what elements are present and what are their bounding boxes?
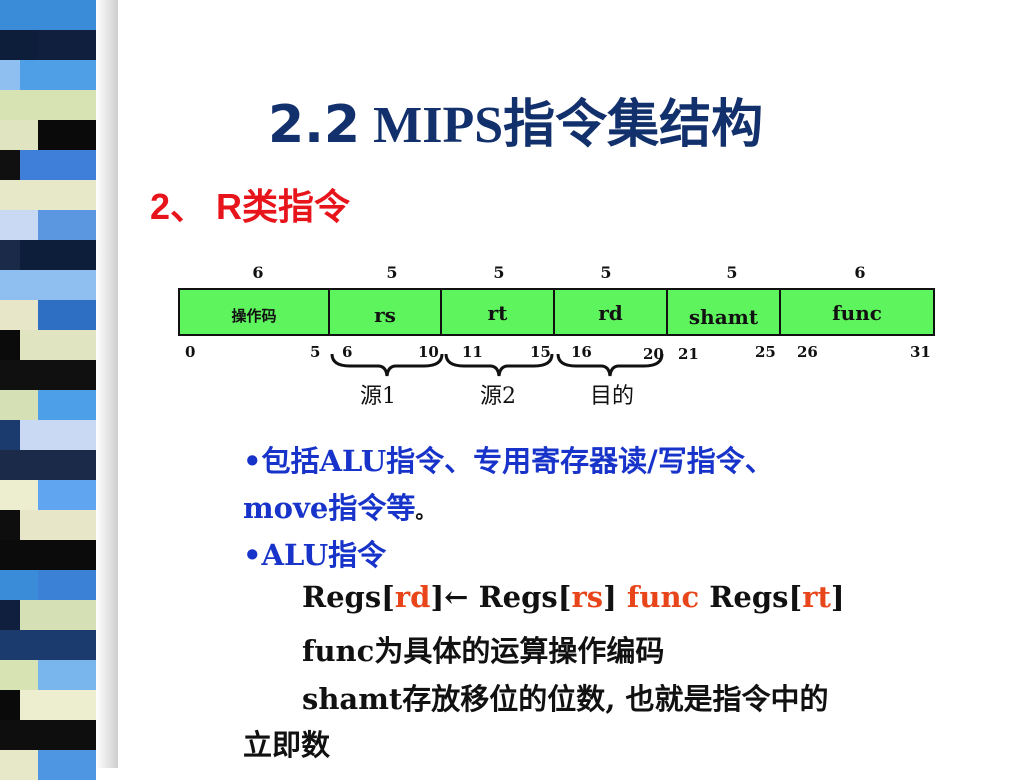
bit-position: 5: [310, 343, 321, 361]
decorative-stripe: [20, 330, 96, 360]
slide-title: 2.2 MIPS指令集结构: [268, 82, 763, 157]
decorative-stripe: [0, 210, 38, 240]
decorative-stripe: [0, 120, 38, 150]
brace-label-destination: 目的: [590, 384, 635, 409]
field-rt: rt: [442, 290, 555, 334]
decorative-stripe: [0, 750, 38, 780]
shamt-description: shamt存放移位的位数, 也就是指令中的: [302, 682, 829, 716]
decorative-stripe: [0, 450, 96, 480]
decorative-stripe: [20, 690, 96, 720]
decorative-stripe: [38, 390, 96, 420]
decorative-stripe: [38, 480, 96, 510]
bit-position: 0: [185, 343, 196, 361]
decorative-stripe: [0, 60, 20, 90]
field-width: 5: [386, 263, 398, 282]
field-opcode: 操作码: [180, 290, 330, 334]
stripe-shadow: [96, 0, 118, 768]
decorative-stripe: [20, 240, 96, 270]
bit-position: 20: [643, 345, 664, 363]
decorative-stripe: [0, 690, 20, 720]
decorative-stripe: [0, 600, 20, 630]
decorative-stripe: [0, 90, 96, 120]
decorative-stripe-column: [0, 0, 118, 780]
decorative-stripe: [38, 120, 96, 150]
brace-label-source2: 源2: [480, 384, 516, 409]
title-text: MIPS指令集结构: [360, 97, 764, 154]
brace-label-source1: 源1: [360, 384, 396, 409]
decorative-stripe: [38, 660, 96, 690]
field-width: 6: [252, 263, 264, 282]
r-type-format-diagram: 操作码 rs rt rd shamt func: [178, 288, 935, 336]
bit-position: 10: [418, 343, 439, 361]
bit-position: 11: [462, 343, 483, 361]
func-description: func为具体的运算操作编码: [302, 634, 665, 668]
decorative-stripe: [0, 630, 96, 660]
field-rs: rs: [330, 290, 442, 334]
alu-formula: Regs[rd]← Regs[rs] func Regs[rt]: [302, 580, 845, 614]
slide-subtitle: 2、 R类指令: [150, 186, 351, 227]
decorative-stripe: [20, 420, 96, 450]
decorative-stripe: [0, 420, 20, 450]
bullet-alu-includes-line2: move指令等。: [243, 491, 436, 525]
field-rd: rd: [555, 290, 668, 334]
decorative-stripe: [0, 330, 20, 360]
title-number: 2.2: [268, 95, 361, 155]
bullet-alu-instruction: •ALU指令: [243, 538, 387, 572]
decorative-stripe: [0, 660, 38, 690]
decorative-stripe: [0, 570, 38, 600]
bit-position: 25: [755, 343, 776, 361]
bit-position: 31: [910, 343, 931, 361]
bit-position: 26: [797, 343, 818, 361]
field-width: 5: [600, 263, 612, 282]
decorative-stripe: [0, 300, 38, 330]
decorative-stripe: [0, 390, 38, 420]
bit-position: 16: [571, 343, 592, 361]
field-width: 5: [726, 263, 738, 282]
brace-source2-icon: [444, 353, 554, 377]
bullet-alu-includes: •包括ALU指令、专用寄存器读/写指令、: [243, 444, 774, 478]
bit-position: 21: [678, 345, 699, 363]
decorative-stripe: [20, 60, 96, 90]
decorative-stripe: [38, 30, 96, 60]
decorative-stripe: [0, 240, 20, 270]
decorative-stripe: [38, 300, 96, 330]
field-width: 5: [493, 263, 505, 282]
shamt-description-line2: 立即数: [243, 728, 331, 762]
decorative-stripe: [20, 510, 96, 540]
decorative-stripe: [38, 210, 96, 240]
decorative-stripe: [20, 150, 96, 180]
decorative-stripe: [0, 30, 38, 60]
decorative-stripe: [0, 150, 20, 180]
field-shamt: shamt: [668, 290, 781, 334]
decorative-stripe: [0, 540, 96, 570]
brace-source1-icon: [330, 353, 444, 377]
decorative-stripe: [0, 0, 96, 30]
decorative-stripe: [38, 570, 96, 600]
bit-position: 15: [530, 343, 551, 361]
decorative-stripe: [0, 720, 96, 750]
bit-position: 6: [342, 343, 353, 361]
decorative-stripe: [38, 750, 96, 780]
decorative-stripe: [20, 600, 96, 630]
brace-destination-icon: [556, 353, 664, 377]
decorative-stripe: [0, 270, 96, 300]
decorative-stripe: [0, 180, 96, 210]
decorative-stripe: [0, 360, 96, 390]
field-width: 6: [854, 263, 866, 282]
decorative-stripe: [0, 510, 20, 540]
field-func: func: [832, 301, 882, 325]
decorative-stripe: [0, 480, 38, 510]
